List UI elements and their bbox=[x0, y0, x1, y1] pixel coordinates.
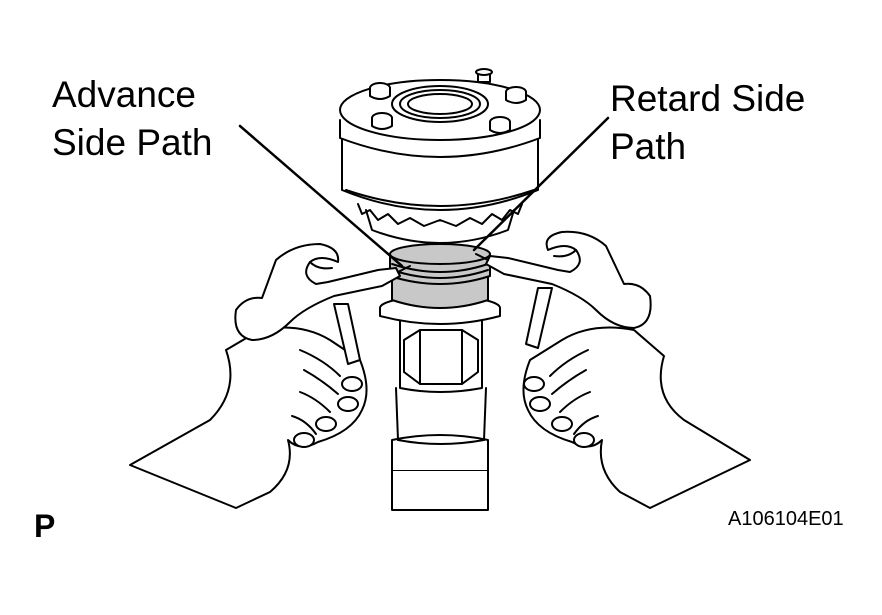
retard-side-path-label-line2: Path bbox=[610, 126, 687, 167]
advance-leader-line bbox=[240, 126, 402, 266]
advance-side-path-label-line2: Side Path bbox=[52, 122, 213, 163]
retard-side-path-label-line1: Retard Side bbox=[610, 78, 806, 119]
advance-side-path-label-line1: Advance bbox=[52, 74, 196, 115]
timing-gear bbox=[340, 69, 540, 243]
retard-leader-line bbox=[474, 118, 608, 250]
figure-id: A106104E01 bbox=[728, 508, 844, 530]
leader-lines bbox=[240, 118, 608, 266]
left-hand bbox=[130, 328, 367, 508]
right-hand bbox=[523, 328, 750, 508]
camshaft bbox=[392, 318, 488, 510]
view-code: P bbox=[34, 508, 56, 544]
right-air-gun-icon bbox=[476, 232, 651, 348]
left-air-gun-icon bbox=[235, 244, 410, 364]
camshaft-journal bbox=[390, 244, 490, 308]
